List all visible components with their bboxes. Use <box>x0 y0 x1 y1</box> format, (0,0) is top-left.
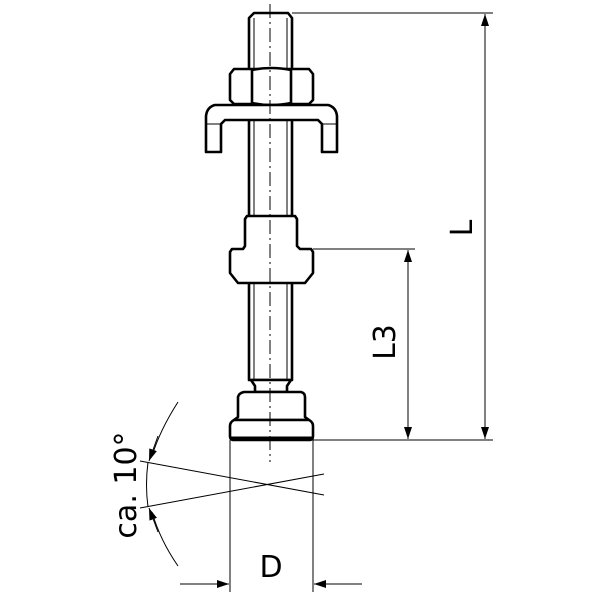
sleeve <box>228 214 315 285</box>
dimension-L3-label: L3 <box>368 324 403 360</box>
angle-label: ca. 10° <box>109 431 144 538</box>
dimension-L3: L3 <box>313 248 415 439</box>
foot-pad <box>228 390 315 442</box>
dimension-D: D <box>180 440 362 592</box>
stud-neck <box>249 378 293 394</box>
dimension-L: L <box>292 12 493 441</box>
bracket <box>204 103 339 154</box>
dimension-D-label: D <box>259 550 282 585</box>
hex-nut <box>228 66 315 107</box>
dimension-L-label: L <box>445 219 480 236</box>
dimension-angle: ca. 10° <box>109 401 325 567</box>
